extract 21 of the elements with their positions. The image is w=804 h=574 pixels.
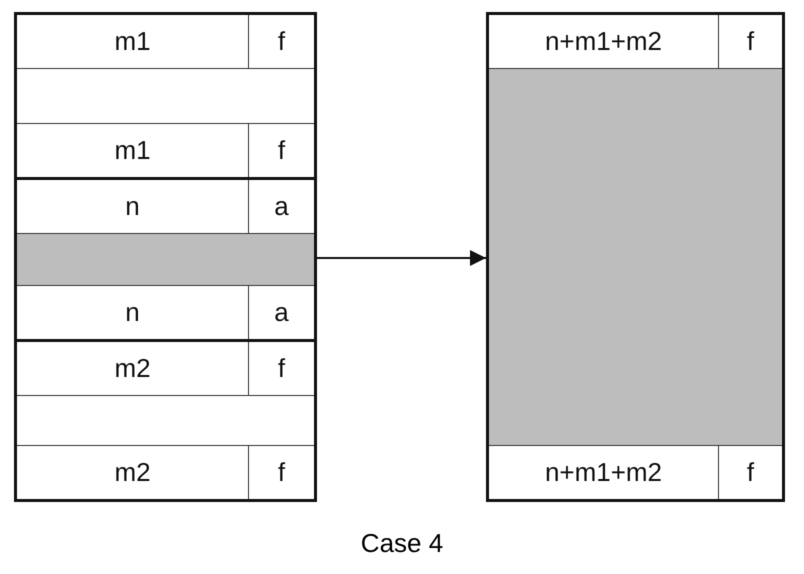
tag-cell: f	[249, 342, 314, 396]
size-cell: m2	[17, 342, 249, 396]
tag-cell: a	[249, 285, 314, 339]
size-cell: n+m1+m2	[489, 445, 719, 499]
memory-block	[17, 339, 314, 499]
caption: Case 4	[360, 528, 444, 559]
memory-block	[17, 177, 314, 339]
memory-column	[14, 12, 317, 502]
tag-cell: f	[249, 123, 314, 177]
size-cell: m2	[17, 445, 249, 499]
arrow	[317, 250, 486, 266]
memory-block	[17, 15, 314, 177]
size-cell: n	[17, 285, 249, 339]
tag-cell: f	[249, 445, 314, 499]
tag-cell: f	[719, 445, 782, 499]
size-cell: m1	[17, 123, 249, 177]
shaded-region	[17, 234, 314, 285]
memory-block	[486, 12, 785, 502]
size-cell: m1	[17, 15, 249, 69]
tag-cell: f	[249, 15, 314, 69]
shaded-region	[489, 69, 782, 445]
